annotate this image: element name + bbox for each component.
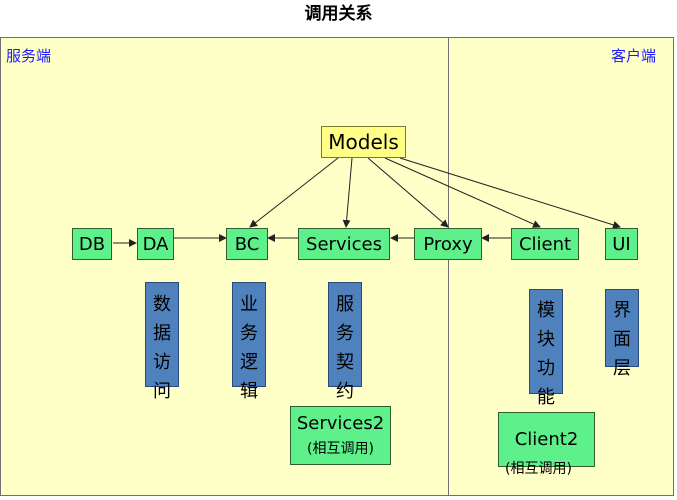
da-layer-char: 据 [153,323,171,344]
client2-node: Client2 [498,412,595,467]
client-layer-char: 功 [537,358,555,379]
services-layer-bar [328,282,362,387]
client-node: Client [511,228,579,260]
bc-layer-bar [232,282,266,387]
bc-layer-char: 辑 [240,381,258,402]
arrow-models-proxy [367,157,449,228]
client2-note: (相互调用) [505,461,572,477]
arrow-models-client [384,157,541,228]
client-layer-char: 能 [537,387,555,408]
client-layer-char: 模 [537,300,555,321]
proxy-node: Proxy [414,228,482,260]
diagram-title: 调用关系 [304,4,373,24]
bc-layer-char: 业 [240,294,258,315]
da-node: DA [137,228,174,260]
da-layer-char: 访 [153,352,171,373]
services-layer-char: 务 [336,323,354,344]
client2-label: Client2 [514,429,579,450]
models-node: Models [321,126,406,158]
services-layer-label: 服 务 契 约 [333,290,357,406]
services-layer-char: 约 [336,381,354,402]
services2-note: (相互调用) [307,441,374,457]
client-layer-char: 块 [537,329,555,350]
ui-layer-label: 界 面 层 [610,296,634,383]
client-zone-label: 客户端 [611,47,657,65]
services2-label: Services2 [296,413,385,434]
ui-layer-char: 面 [613,329,631,350]
da-layer-label: 数 据 访 问 [150,290,174,406]
da-layer-char: 数 [153,294,171,315]
bc-layer-char: 务 [240,323,258,344]
services-layer-char: 契 [336,352,354,373]
ui-layer-char: 界 [613,300,631,321]
arrow-models-bc [249,157,339,228]
ui-layer-bar [605,289,639,367]
services2-node: Services2 (相互调用) [290,406,391,465]
client-layer-bar [529,289,563,394]
ui-layer-char: 层 [613,358,631,379]
ui-node: UI [605,228,638,260]
arrow-models-ui [399,157,621,229]
client-layer-label: 模 块 功 能 [534,296,558,412]
services-layer-char: 服 [336,294,354,315]
da-layer-bar [145,282,179,387]
server-zone-label: 服务端 [6,47,52,65]
arrow-models-services [342,157,353,228]
da-layer-char: 问 [153,381,171,402]
db-node: DB [72,228,112,260]
bc-layer-label: 业 务 逻 辑 [237,290,261,406]
services-node: Services [298,228,390,260]
bc-layer-char: 逻 [240,352,258,373]
bc-node: BC [226,228,268,260]
